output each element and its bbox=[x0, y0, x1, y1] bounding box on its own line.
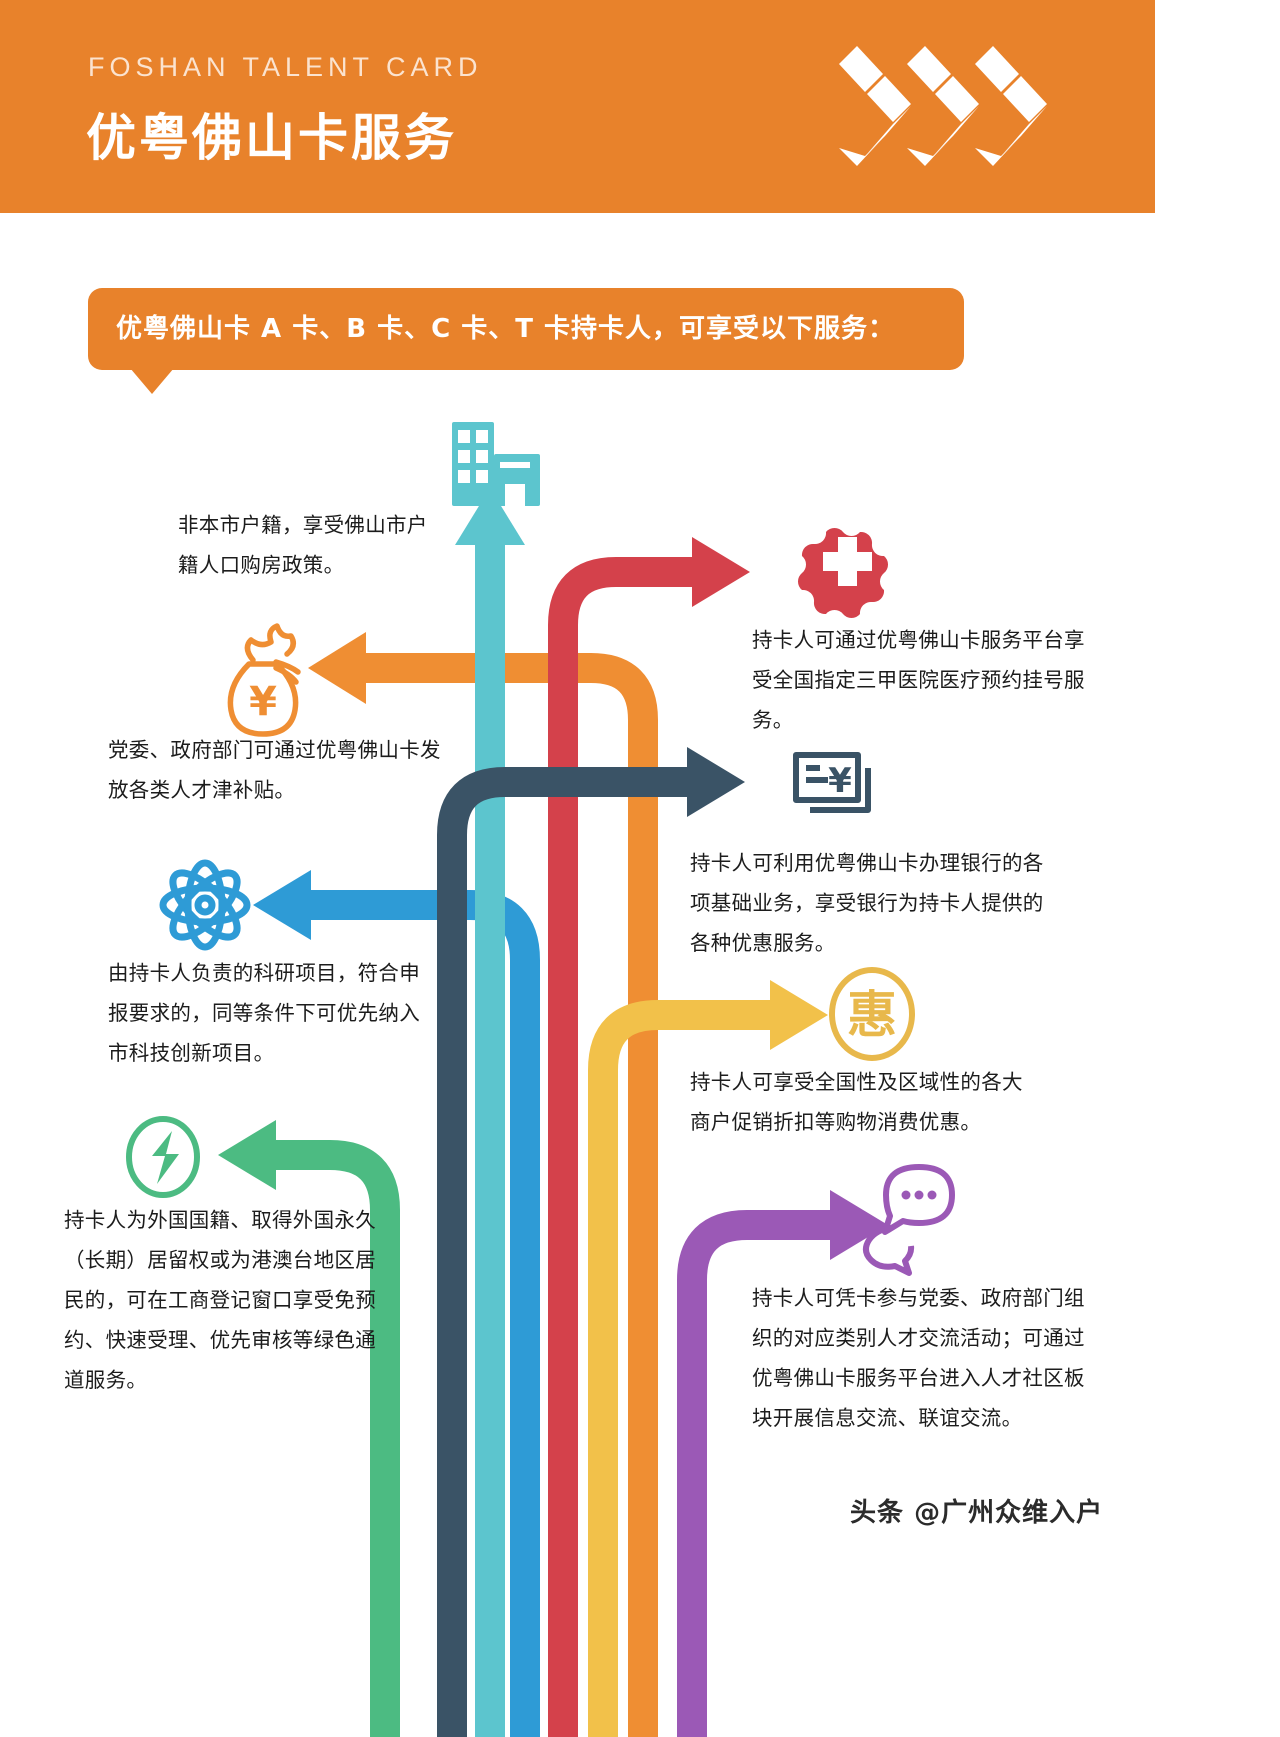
header-english-title: FOSHAN TALENT CARD bbox=[88, 52, 483, 82]
header-chinese-title: 优粤佛山卡服务 bbox=[86, 109, 457, 167]
arrow-path-medical bbox=[548, 557, 700, 1737]
bank-cheque-icon bbox=[793, 752, 871, 813]
lightning-bolt-icon bbox=[126, 1116, 200, 1198]
watermark-prefix: 头条 bbox=[850, 1498, 905, 1528]
watermark: 头条 @广州众维入户 bbox=[850, 1492, 1103, 1529]
arrow-path-research bbox=[303, 890, 540, 1737]
arrow-head-foreign bbox=[218, 1120, 276, 1190]
arrow-head-medical bbox=[692, 537, 750, 607]
services-banner: 优粤佛山卡 A 卡、B 卡、C 卡、T 卡持卡人，可享受以下服务： bbox=[88, 288, 964, 370]
medical-cross-icon bbox=[797, 527, 889, 619]
arrow-path-talent-exchange bbox=[677, 1210, 838, 1737]
chat-bubble-dots bbox=[901, 1190, 937, 1200]
arrow-head-subsidy bbox=[308, 632, 366, 704]
building-icon bbox=[452, 422, 540, 506]
service-flow-diagram: ¥ ¥ 惠 bbox=[126, 422, 955, 1737]
arrow-path-shopping bbox=[588, 1000, 778, 1737]
services-banner-text: 优粤佛山卡 A 卡、B 卡、C 卡、T 卡持卡人，可享受以下服务： bbox=[116, 314, 896, 344]
caption-foreign-nationals: 持卡人为外国国籍、取得外国永久（长期）居留权或为港澳台地区居民的，可在工商登记窗… bbox=[64, 1208, 376, 1392]
arrow-path-foreign bbox=[268, 1140, 400, 1737]
arrow-head-bank bbox=[687, 747, 745, 817]
caption-subsidy: 党委、政府部门可通过优粤佛山卡发放各类人才津补贴。 bbox=[108, 738, 441, 802]
caption-research: 由持卡人负责的科研项目，符合申报要求的，同等条件下可优先纳入市科技创新项目。 bbox=[108, 961, 420, 1065]
watermark-handle: @广州众维入户 bbox=[914, 1498, 1104, 1528]
arrow-head-housing bbox=[455, 488, 525, 545]
money-bag-icon bbox=[227, 623, 301, 737]
caption-housing: 非本市户籍，享受佛山市户籍人口购房政策。 bbox=[178, 513, 428, 577]
triple-chevron-right-icon bbox=[839, 46, 1047, 166]
discount-hui-coin-icon: 惠 bbox=[829, 967, 915, 1061]
arrow-head-shopping bbox=[770, 980, 828, 1050]
caption-shopping: 持卡人可享受全国性及区域性的各大商户促销折扣等购物消费优惠。 bbox=[690, 1070, 1023, 1134]
caption-bank: 持卡人可利用优粤佛山卡办理银行的各项基础业务，享受银行为持卡人提供的各种优惠服务… bbox=[690, 851, 1044, 955]
arrow-head-research bbox=[253, 870, 311, 940]
banner-pointer-tail bbox=[130, 368, 174, 394]
page-header: FOSHAN TALENT CARD 优粤佛山卡服务 bbox=[0, 0, 1155, 213]
chat-bubbles-icon bbox=[863, 1164, 955, 1276]
svg-text:惠: 惠 bbox=[847, 986, 897, 1044]
caption-talent-exchange: 持卡人可凭卡参与党委、政府部门组织的对应类别人才交流活动；可通过优粤佛山卡服务平… bbox=[752, 1286, 1085, 1430]
caption-medical: 持卡人可通过优粤佛山卡服务平台享受全国指定三甲医院医疗预约挂号服务。 bbox=[752, 628, 1085, 732]
arrow-path-subsidy bbox=[358, 653, 658, 1737]
atom-icon bbox=[159, 859, 251, 951]
arrow-head-talent-exchange bbox=[830, 1190, 888, 1260]
arrow-path-bank bbox=[437, 767, 695, 1737]
infographic-page: FOSHAN TALENT CARD 优粤佛山卡服务 bbox=[0, 0, 1155, 1737]
bank-cheque-yen-symbol: ¥ bbox=[828, 761, 852, 801]
money-bag-yen-symbol: ¥ bbox=[249, 679, 277, 725]
